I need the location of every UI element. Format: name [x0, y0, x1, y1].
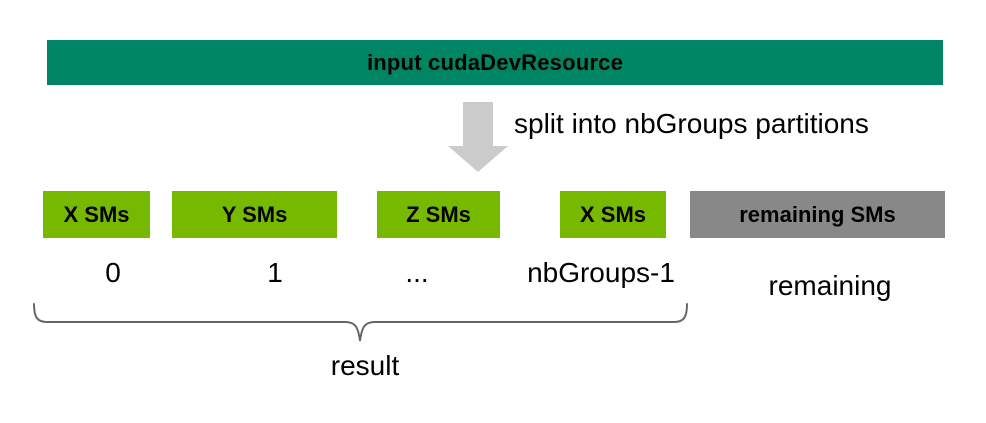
partition-box-3: X SMs: [560, 191, 666, 238]
partition-index-ellipsis: ...: [405, 257, 429, 288]
result-label: result: [330, 350, 400, 381]
input-resource-banner: input cudaDevResource: [47, 40, 943, 85]
down-arrow-icon: [448, 102, 508, 172]
partition-box-2: Z SMs: [377, 191, 500, 238]
input-resource-label: input cudaDevResource: [366, 49, 624, 75]
result-underbrace: [33, 303, 688, 342]
split-annotation: split into nbGroups partitions: [514, 108, 869, 139]
partition-index-last: nbGroups-1: [527, 257, 675, 288]
partition-index-1: 1: [267, 257, 283, 288]
partition-box-1: Y SMs: [172, 191, 337, 238]
partition-index-0: 0: [105, 257, 121, 288]
remaining-index-label: remaining: [768, 270, 892, 301]
partition-box-0: X SMs: [43, 191, 150, 238]
remaining-sms-box: remaining SMs: [690, 191, 945, 238]
